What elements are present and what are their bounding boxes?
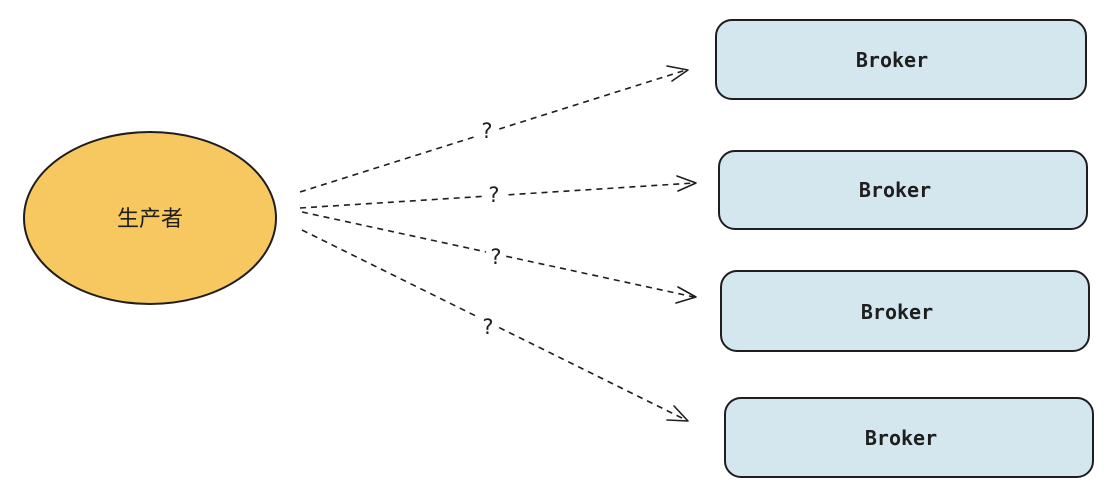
edge-4: ? xyxy=(301,229,689,422)
edge-1-label-bg xyxy=(477,118,497,142)
edge-2-label: ? xyxy=(488,183,499,207)
broker-2-label: Broker xyxy=(859,178,931,202)
producer-node[interactable]: 生产者 xyxy=(23,131,277,305)
broker-node-3[interactable]: Broker xyxy=(720,270,1090,352)
producer-ellipse xyxy=(23,131,277,305)
edge-2: ? xyxy=(299,175,697,209)
broker-4-box xyxy=(724,397,1094,478)
edge-3-label: ? xyxy=(490,245,501,269)
edge-4-arrowhead xyxy=(666,405,689,422)
broker-node-4[interactable]: Broker xyxy=(724,397,1094,478)
edge-3: ? xyxy=(301,211,697,304)
edge-1: ? xyxy=(299,65,689,193)
broker-3-label: Broker xyxy=(861,300,933,324)
edge-2-label-bg xyxy=(484,182,504,206)
edge-1-label: ? xyxy=(481,119,492,143)
producer-label: 生产者 xyxy=(117,207,183,232)
edge-4-label: ? xyxy=(482,315,493,339)
edge-3-arrowhead xyxy=(675,286,697,304)
broker-1-box xyxy=(715,19,1087,100)
edge-3-label-bg xyxy=(486,244,506,268)
edge-1-arrowhead xyxy=(666,65,689,82)
edge-4-label-bg xyxy=(478,314,498,338)
edge-2-arrowhead xyxy=(676,175,697,192)
broker-node-1[interactable]: Broker xyxy=(715,19,1087,100)
broker-3-box xyxy=(720,270,1090,352)
broker-4-label: Broker xyxy=(865,426,937,450)
broker-2-box xyxy=(718,150,1088,230)
broker-node-2[interactable]: Broker xyxy=(718,150,1088,230)
broker-1-label: Broker xyxy=(856,48,928,72)
